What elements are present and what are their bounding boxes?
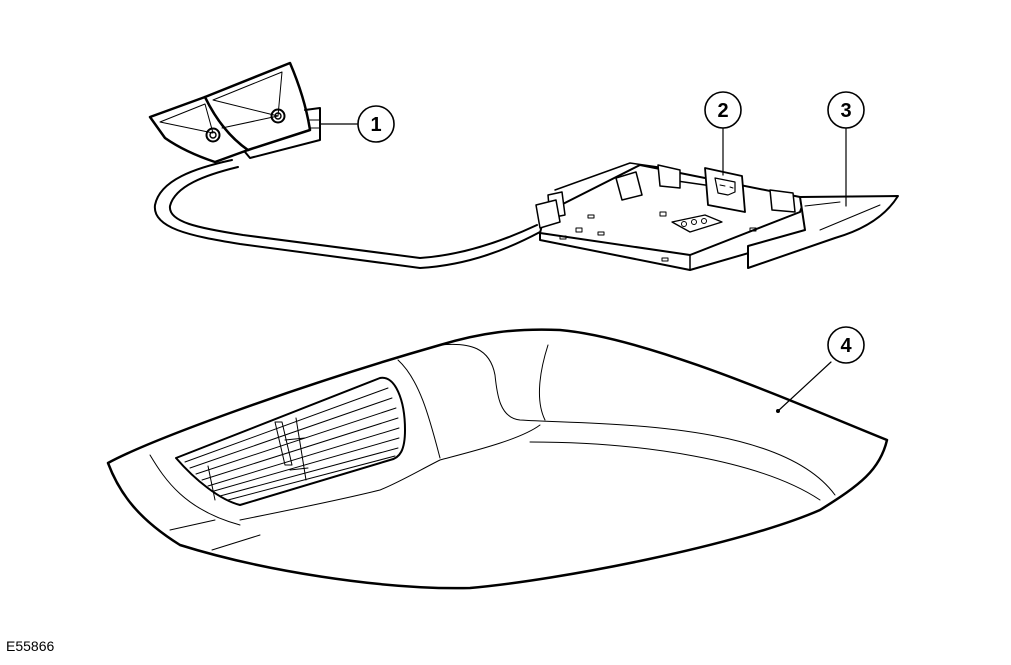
callout-circle-4: [827, 326, 865, 364]
callout-number-1: 1: [370, 114, 381, 136]
callout-number-2: 2: [717, 100, 728, 122]
callout-number-4: 4: [840, 335, 852, 357]
part-2-control-module: [535, 162, 836, 271]
figure-reference-id: E55866: [6, 638, 55, 654]
callout-number-3: 3: [840, 100, 851, 122]
leader-line-4: [777, 361, 832, 412]
callout-circle-1: [357, 105, 395, 143]
part-1-sensor-housing: [148, 61, 541, 269]
part-3-mounting-bracket: [747, 195, 899, 269]
part-4-console-cover: [106, 328, 889, 590]
callout-circle-2: [704, 91, 742, 129]
leader-lines: [319, 123, 847, 412]
callout-circle-3: [827, 91, 865, 129]
